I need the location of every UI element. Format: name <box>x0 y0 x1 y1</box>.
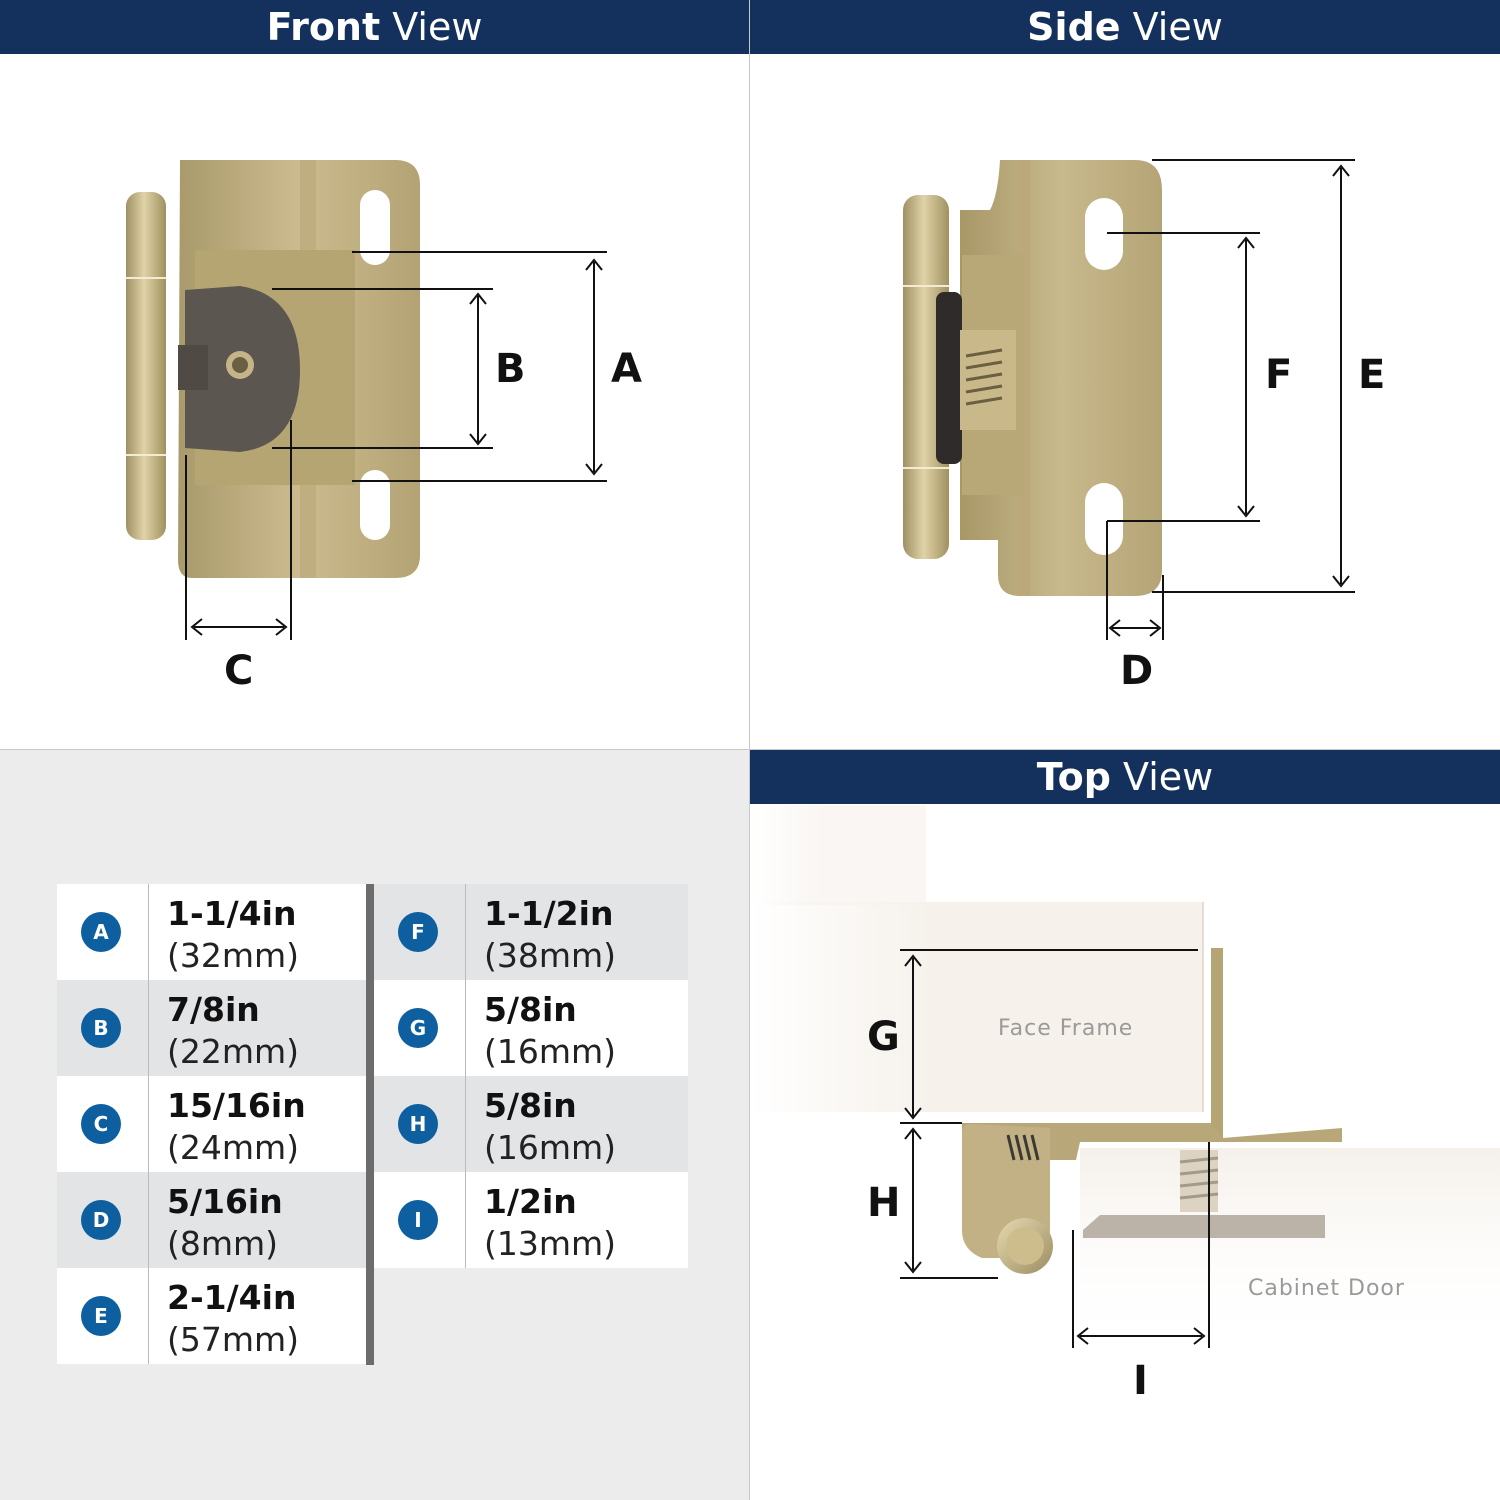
front-view-title: Front View <box>0 0 749 54</box>
cabinet-door-label: Cabinet Door <box>1248 1276 1405 1301</box>
spec-g-imperial: 5/8in <box>484 990 577 1029</box>
spec-row-a: A 1-1/4in (32mm) <box>57 884 366 980</box>
badge-i: I <box>398 1200 438 1240</box>
side-view-title: Side View <box>750 0 1500 54</box>
dimension-label-g: G <box>867 1014 900 1060</box>
spec-d-metric: (8mm) <box>167 1224 279 1263</box>
side-view-panel: Side View <box>750 0 1500 749</box>
spec-row-f: F 1-1/2in (38mm) <box>374 884 688 980</box>
badge-a: A <box>81 912 121 952</box>
badge-c: C <box>81 1104 121 1144</box>
spec-b-imperial: 7/8in <box>167 990 260 1029</box>
spec-c-imperial: 15/16in <box>167 1086 306 1125</box>
spec-a-metric: (32mm) <box>167 936 300 975</box>
spec-row-c: C 15/16in (24mm) <box>57 1076 366 1172</box>
spec-row-e: E 2-1/4in (57mm) <box>57 1268 366 1364</box>
dimension-label-e: E <box>1358 352 1386 398</box>
dimension-label-b: B <box>495 346 526 392</box>
spec-row-h: H 5/8in (16mm) <box>374 1076 688 1172</box>
badge-f: F <box>398 912 438 952</box>
front-hinge-illustration <box>126 160 607 640</box>
dimension-label-f: F <box>1265 352 1293 398</box>
spec-row-g: G 5/8in (16mm) <box>374 980 688 1076</box>
top-view-panel: Top View <box>750 750 1500 1500</box>
side-hinge-illustration <box>903 159 1355 640</box>
spec-h-imperial: 5/8in <box>484 1086 577 1125</box>
spec-d-imperial: 5/16in <box>167 1182 283 1221</box>
dimension-label-c: C <box>224 648 254 694</box>
badge-e: E <box>81 1296 121 1336</box>
top-hinge-illustration <box>750 805 1500 1350</box>
spec-a-imperial: 1-1/4in <box>167 894 297 933</box>
spec-h-metric: (16mm) <box>484 1128 617 1167</box>
spec-e-metric: (57mm) <box>167 1320 300 1359</box>
top-view-title: Top View <box>750 750 1500 804</box>
horizontal-divider <box>0 749 1500 750</box>
front-view-panel: Front View <box>0 0 749 749</box>
spec-f-metric: (38mm) <box>484 936 617 975</box>
badge-d: D <box>81 1200 121 1240</box>
badge-b: B <box>81 1008 121 1048</box>
vertical-divider <box>749 0 750 1500</box>
spec-row-b: B 7/8in (22mm) <box>57 980 366 1076</box>
spec-e-imperial: 2-1/4in <box>167 1278 297 1317</box>
spec-table-panel: A 1-1/4in (32mm) B 7/8in (22mm) C 15/16i… <box>0 750 749 1500</box>
spec-f-imperial: 1-1/2in <box>484 894 614 933</box>
spec-b-metric: (22mm) <box>167 1032 300 1071</box>
spec-row-d: D 5/16in (8mm) <box>57 1172 366 1268</box>
dimension-label-d: D <box>1120 648 1154 694</box>
dimension-label-h: H <box>867 1180 901 1226</box>
spec-i-metric: (13mm) <box>484 1224 617 1263</box>
badge-g: G <box>398 1008 438 1048</box>
face-frame-label: Face Frame <box>998 1016 1134 1041</box>
dimension-label-i: I <box>1133 1358 1148 1404</box>
table-column-divider <box>366 884 374 1365</box>
spec-c-metric: (24mm) <box>167 1128 300 1167</box>
dimension-label-a: A <box>611 346 642 392</box>
badge-h: H <box>398 1104 438 1144</box>
spec-row-i: I 1/2in (13mm) <box>374 1172 688 1268</box>
spec-i-imperial: 1/2in <box>484 1182 577 1221</box>
spec-g-metric: (16mm) <box>484 1032 617 1071</box>
